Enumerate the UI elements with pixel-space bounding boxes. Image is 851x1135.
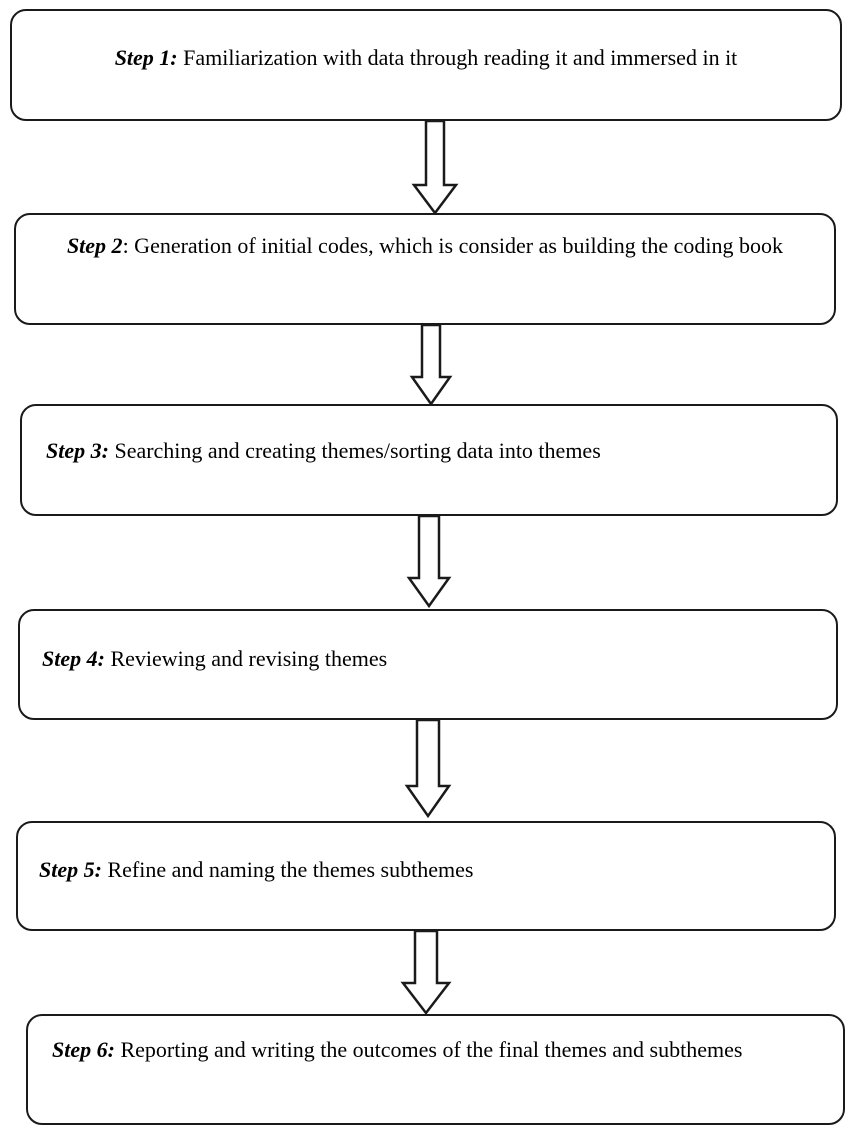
step-4-box: Step 4: Reviewing and revising themes (18, 609, 838, 720)
step-6-text: Reporting and writing the outcomes of th… (114, 1037, 743, 1062)
down-arrow-icon (400, 929, 452, 1016)
step-2-label: Step 2 (66, 233, 123, 258)
step-1-label: Step 1: (114, 45, 178, 70)
step-3-text: Searching and creating themes/sorting da… (108, 438, 601, 463)
step-2-text: : Generation of initial codes, which is … (122, 233, 784, 258)
step-3-box: Step 3: Searching and creating themes/so… (20, 404, 838, 516)
down-arrow-icon (409, 323, 453, 407)
step-2-box: Step 2: Generation of initial codes, whi… (14, 213, 836, 325)
step-5-box: Step 5: Refine and naming the themes sub… (16, 821, 836, 931)
down-arrow-icon (404, 718, 452, 819)
down-arrow-icon (406, 514, 452, 609)
step-6-label: Step 6: (52, 1037, 115, 1062)
step-6-box: Step 6: Reporting and writing the outcom… (26, 1014, 845, 1125)
step-5-label: Step 5: (39, 857, 102, 882)
step-3-label: Step 3: (46, 438, 109, 463)
step-4-text: Reviewing and revising themes (104, 646, 388, 671)
step-1-box: Step 1: Familiarization with data throug… (10, 9, 842, 121)
step-5-text: Refine and naming the themes subthemes (101, 857, 474, 882)
down-arrow-icon (411, 119, 459, 216)
step-4-label: Step 4: (42, 646, 105, 671)
step-1-text: Familiarization with data through readin… (177, 45, 738, 70)
